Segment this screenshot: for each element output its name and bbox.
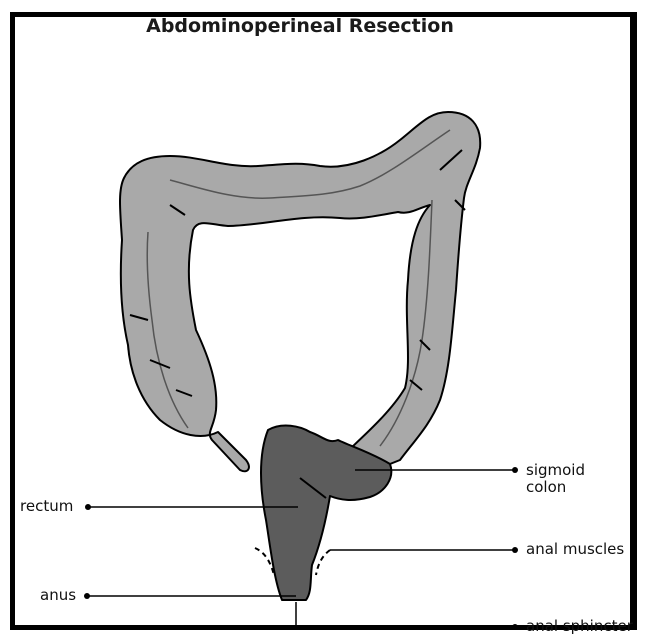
- large-intestine: [120, 112, 480, 471]
- label-anal-muscles: anal muscles: [526, 541, 624, 558]
- dot-sigmoid: [512, 467, 518, 473]
- label-sigmoid-line1: sigmoid: [526, 462, 585, 479]
- label-sigmoid-line2: colon: [526, 479, 585, 496]
- leader-anal-sphincter: [296, 602, 515, 627]
- anal-muscles-right: [316, 550, 330, 575]
- dot-anus: [84, 593, 90, 599]
- label-rectum: rectum: [20, 498, 73, 515]
- dot-anal-sphincter: [512, 624, 518, 630]
- dot-rectum: [85, 504, 91, 510]
- label-sigmoid-colon: sigmoid colon: [526, 462, 585, 496]
- label-anal-sphincter: anal sphincter: [526, 618, 633, 635]
- dot-anal-muscles: [512, 547, 518, 553]
- label-anus: anus: [40, 587, 76, 604]
